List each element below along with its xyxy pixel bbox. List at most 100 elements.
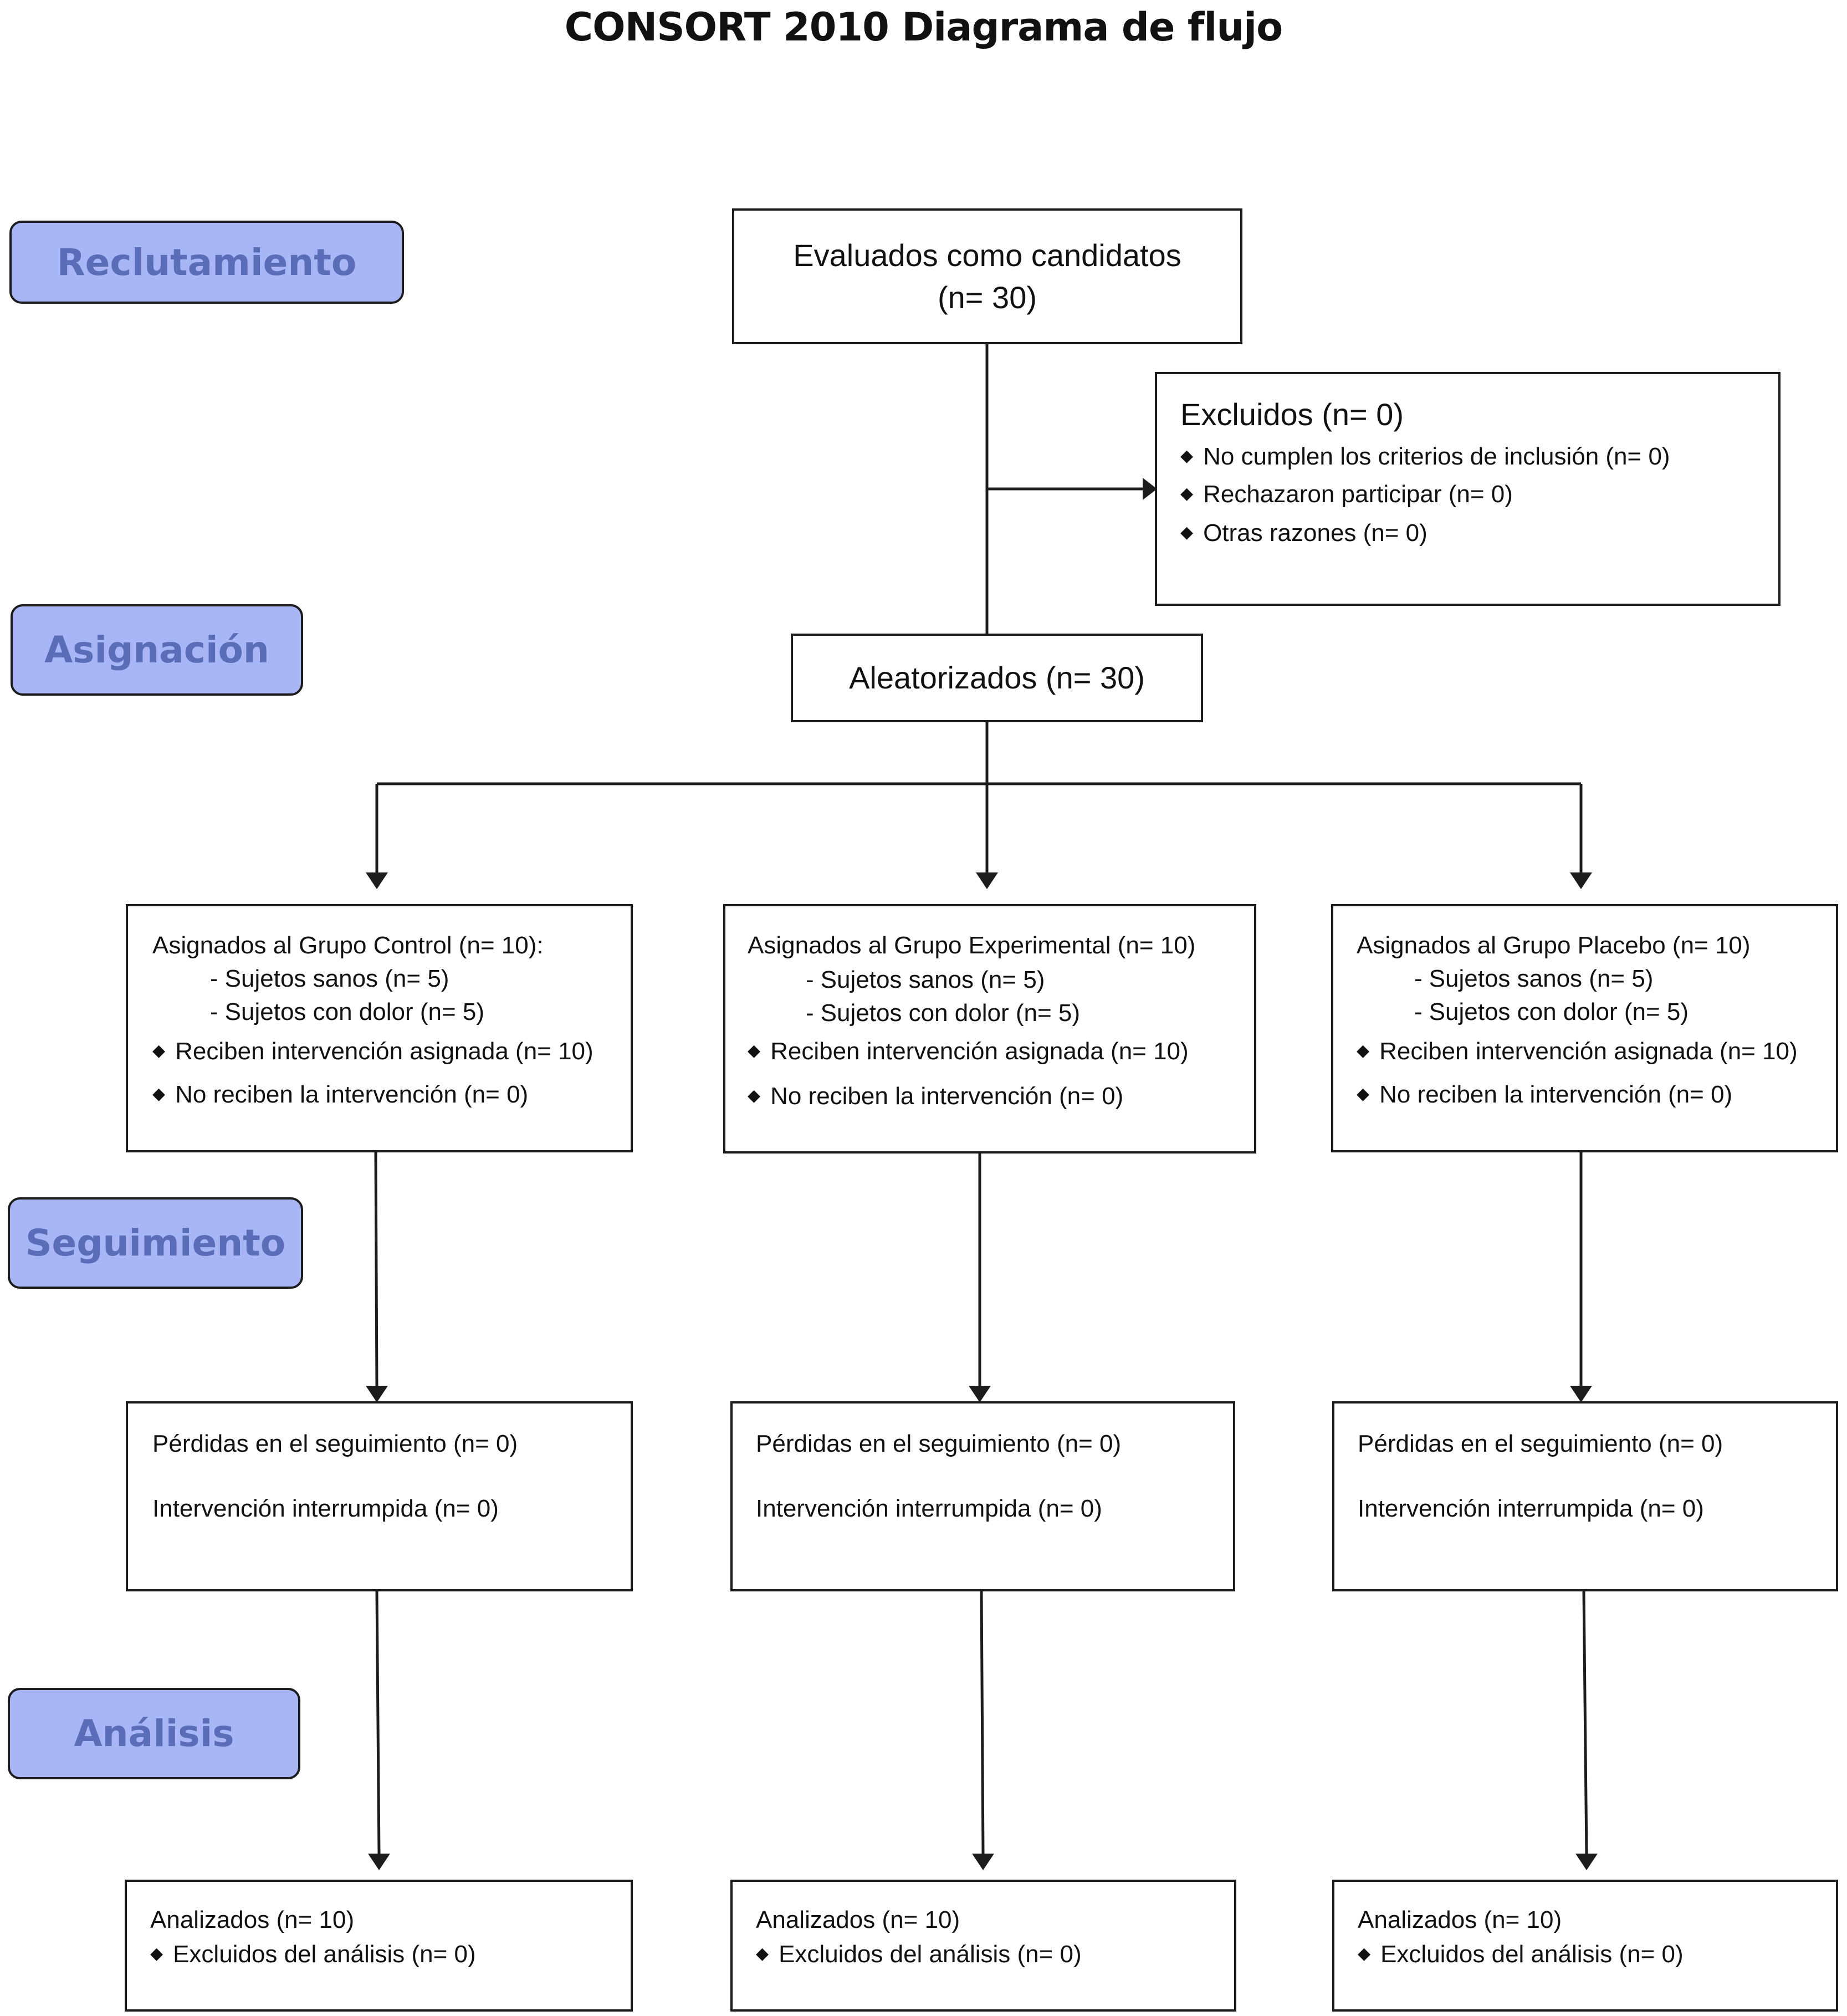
excluded-item-label: No cumplen los criterios de inclusión (n… (1203, 443, 1670, 470)
healthy-subjects-label: Sujetos sanos (n= 5) (1429, 965, 1654, 992)
stage-followup-label: Seguimiento (25, 1222, 286, 1264)
excluded-analysis: ◆ Excluidos del análisis (n= 0) (1358, 1941, 1684, 1968)
discontinued-intervention: Intervención interrumpida (n= 0) (152, 1495, 499, 1522)
allocated-label: Asignados al Grupo Experimental (n= 10) (748, 932, 1196, 959)
excluded-item: ◆ Rechazaron participar (n= 0) (1180, 481, 1513, 508)
pain-subjects-label: Sujetos con dolor (n= 5) (1429, 998, 1689, 1025)
analysis-box-experimental: Analizados (n= 10) ◆ Excluidos del anális… (730, 1880, 1236, 2012)
lost-followup: Pérdidas en el seguimiento (n= 0) (756, 1430, 1122, 1457)
not-received-intervention-label: No reciben la intervención (n= 0) (1379, 1081, 1733, 1108)
stage-recruitment: Reclutamiento (9, 221, 404, 304)
discontinued-intervention: Intervención interrumpida (n= 0) (756, 1495, 1102, 1522)
healthy-subjects: -Sujetos sanos (n= 5) (210, 965, 449, 993)
diamond-bullet-icon: ◆ (748, 1041, 761, 1060)
analysis-box-placebo: Analizados (n= 10) ◆ Excluidos del anális… (1332, 1880, 1838, 2012)
diamond-bullet-icon: ◆ (1180, 484, 1194, 503)
discontinued-intervention: Intervención interrumpida (n= 0) (1358, 1495, 1704, 1522)
excluded-analysis-label: Excluidos del análisis (n= 0) (173, 1941, 476, 1968)
arrowhead-experimental-analysis (972, 1854, 994, 1870)
diamond-bullet-icon: ◆ (152, 1041, 166, 1060)
healthy-subjects-label: Sujetos sanos (n= 5) (820, 966, 1045, 993)
allocation-box-experimental: Asignados al Grupo Experimental (n= 10) … (723, 904, 1256, 1154)
excluded-item: ◆ Otras razones (n= 0) (1180, 519, 1428, 547)
diagram-title: CONSORT 2010 Diagrama de flujo (564, 4, 1283, 50)
received-intervention: ◆ Reciben intervención asignada (n= 10) (1357, 1038, 1798, 1065)
dash-bullet-icon: - (210, 965, 218, 992)
pain-subjects: -Sujetos con dolor (n= 5) (806, 999, 1080, 1027)
analysis-box-control: Analizados (n= 10) ◆ Excluidos del anális… (125, 1880, 633, 2012)
stage-allocation-label: Asignación (44, 629, 269, 671)
analysed-count: Analizados (n= 10) (150, 1906, 355, 1933)
lost-followup: Pérdidas en el seguimiento (n= 0) (152, 1430, 518, 1457)
stage-analysis-label: Análisis (74, 1712, 234, 1755)
not-received-intervention-label: No reciben la intervención (n= 0) (175, 1081, 529, 1108)
connector-experimental-analysis (980, 1590, 985, 1854)
followup-box-placebo: Pérdidas en el seguimiento (n= 0) Interv… (1332, 1401, 1838, 1591)
connector-placebo-analysis (1582, 1590, 1588, 1854)
followup-box-experimental: Pérdidas en el seguimiento (n= 0) Interv… (730, 1401, 1235, 1591)
diamond-bullet-icon: ◆ (748, 1086, 761, 1105)
followup-box-control: Pérdidas en el seguimiento (n= 0) Interv… (126, 1401, 633, 1591)
excluded-header: Excluidos (n= 0) (1180, 397, 1404, 432)
diamond-bullet-icon: ◆ (152, 1084, 166, 1103)
pain-subjects: -Sujetos con dolor (n= 5) (1414, 998, 1689, 1026)
diamond-bullet-icon: ◆ (1357, 1041, 1370, 1060)
healthy-subjects: -Sujetos sanos (n= 5) (1414, 965, 1653, 993)
excluded-box: Excluidos (n= 0) ◆ No cumplen los criteri… (1155, 372, 1781, 606)
arrowhead-placebo-analysis (1575, 1854, 1598, 1870)
arrowhead-excluded (1143, 478, 1157, 500)
diamond-bullet-icon: ◆ (1180, 446, 1194, 465)
dash-bullet-icon: - (806, 999, 814, 1027)
received-intervention: ◆ Reciben intervención asignada (n= 10) (748, 1038, 1189, 1065)
analysed-count: Analizados (n= 10) (756, 1906, 960, 1933)
healthy-subjects: -Sujetos sanos (n= 5) (806, 966, 1045, 994)
pain-subjects-label: Sujetos con dolor (n= 5) (224, 998, 485, 1025)
arrowhead-placebo-followup (1570, 1386, 1592, 1402)
stage-allocation: Asignación (11, 604, 303, 696)
stage-followup: Seguimiento (8, 1197, 303, 1289)
not-received-intervention: ◆No reciben la intervención (n= 0) (748, 1083, 1123, 1110)
allocation-box-control: Asignados al Grupo Control (n= 10): -Suj… (126, 904, 633, 1152)
diamond-bullet-icon: ◆ (1357, 1084, 1370, 1103)
stage-analysis: Análisis (8, 1688, 300, 1779)
arrowhead-placebo (1570, 872, 1592, 889)
not-received-intervention: ◆ No reciben la intervención (n= 0) (1357, 1081, 1732, 1109)
excluded-item-label: Rechazaron participar (n= 0) (1203, 481, 1513, 508)
arrowhead-control-followup (366, 1386, 388, 1402)
allocated-label: Asignados al Grupo Placebo (n= 10) (1357, 932, 1751, 959)
connector-control-followup (374, 1152, 378, 1386)
pain-subjects-label: Sujetos con dolor (n= 5) (820, 999, 1081, 1027)
received-intervention-label: Reciben intervención asignada (n= 10) (770, 1038, 1189, 1065)
received-intervention: ◆ Reciben intervención asignada (n= 10) (152, 1038, 594, 1065)
assessed-count: (n= 30) (938, 279, 1037, 315)
randomized-box: Aleatorizados (n= 30) (791, 634, 1203, 722)
diamond-bullet-icon: ◆ (1180, 523, 1194, 542)
pain-subjects: -Sujetos con dolor (n= 5) (210, 998, 484, 1026)
received-intervention-label: Reciben intervención asignada (n= 10) (1379, 1038, 1798, 1065)
arrowhead-experimental (976, 872, 998, 889)
randomized-label: Aleatorizados (n= 30) (849, 660, 1145, 695)
diamond-bullet-icon: ◆ (150, 1944, 163, 1963)
arrowhead-experimental-followup (969, 1386, 991, 1402)
excluded-item-label: Otras razones (n= 0) (1203, 519, 1428, 547)
excluded-item: ◆ No cumplen los criterios de inclusión (… (1180, 443, 1670, 471)
dash-bullet-icon: - (1414, 998, 1423, 1025)
arrowhead-control (366, 872, 388, 889)
not-received-intervention: ◆ No reciben la intervención (n= 0) (152, 1081, 528, 1109)
allocation-box-placebo: Asignados al Grupo Placebo (n= 10) -Suje… (1331, 904, 1838, 1152)
diamond-bullet-icon: ◆ (756, 1944, 769, 1963)
lost-followup: Pérdidas en el seguimiento (n= 0) (1358, 1430, 1723, 1457)
excluded-analysis-label: Excluidos del análisis (n= 0) (1380, 1941, 1684, 1968)
healthy-subjects-label: Sujetos sanos (n= 5) (224, 965, 449, 992)
dash-bullet-icon: - (806, 966, 814, 993)
excluded-analysis-label: Excluidos del análisis (n= 0) (779, 1941, 1082, 1968)
diamond-bullet-icon: ◆ (1358, 1944, 1371, 1963)
arrowhead-control-analysis (368, 1854, 390, 1870)
excluded-analysis: ◆ Excluidos del análisis (n= 0) (756, 1941, 1082, 1968)
received-intervention-label: Reciben intervención asignada (n= 10) (175, 1038, 594, 1065)
excluded-analysis: ◆ Excluidos del análisis (n= 0) (150, 1941, 476, 1968)
connector-control-analysis (375, 1590, 381, 1854)
analysed-count: Analizados (n= 10) (1358, 1906, 1562, 1933)
assessed-label: Evaluados como candidatos (793, 237, 1181, 273)
